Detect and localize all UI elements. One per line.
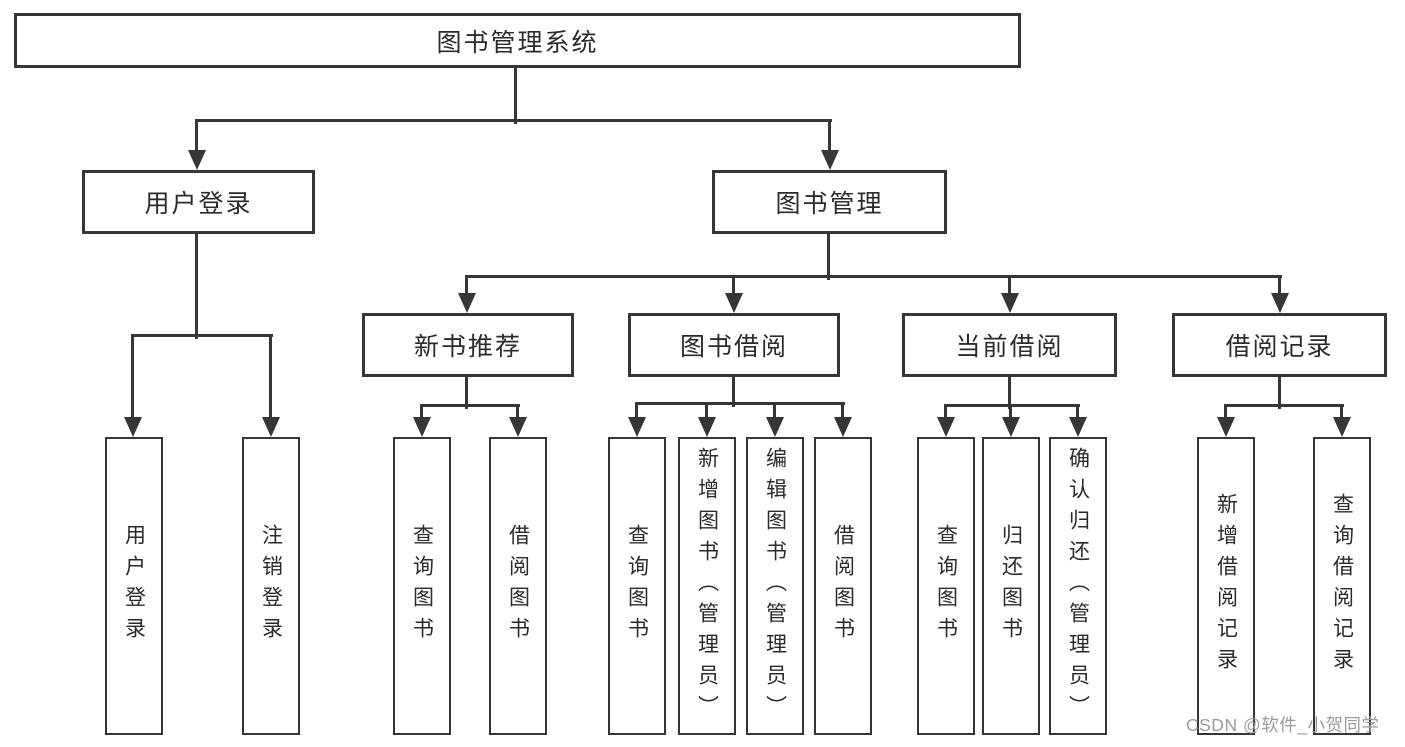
- arrowhead-down-icon: [1217, 417, 1235, 437]
- connector-rail-line: [944, 404, 1080, 407]
- arrowhead-down-icon: [509, 417, 527, 437]
- node-leaf-user-login: 用户登录: [105, 437, 163, 735]
- node-leaf-borrow-book-recommend-label: 借阅图书: [506, 524, 530, 648]
- node-book-borrowing-label: 图书借阅: [679, 333, 788, 361]
- connector-drop-line: [1278, 277, 1281, 297]
- arrowhead-down-icon: [834, 417, 852, 437]
- node-current-borrowing-label: 当前借阅: [955, 333, 1064, 361]
- node-user-login: 用户登录: [82, 170, 315, 234]
- arrowhead-down-icon: [821, 150, 839, 170]
- connector-drop-line: [195, 121, 198, 154]
- node-leaf-return-book-label: 归还图书: [999, 524, 1023, 648]
- arrowhead-down-icon: [698, 417, 716, 437]
- node-new-book-recommend: 新书推荐: [362, 313, 574, 377]
- arrowhead-down-icon: [1069, 417, 1087, 437]
- arrowhead-down-icon: [937, 417, 955, 437]
- node-leaf-confirm-return-admin-label: 确认归还（管理员）: [1066, 446, 1090, 726]
- connector-drop-line: [516, 406, 519, 421]
- connector-stem-line: [827, 234, 830, 280]
- node-leaf-edit-book-admin: 编辑图书（管理员）: [746, 437, 804, 735]
- connector-drop-line: [841, 404, 844, 421]
- connector-drop-line: [732, 277, 735, 297]
- connector-rail-line: [635, 402, 845, 405]
- arrowhead-down-icon: [1002, 417, 1020, 437]
- node-user-login-label: 用户登录: [144, 190, 253, 218]
- arrowhead-down-icon: [1333, 417, 1351, 437]
- node-leaf-query-book-borrowing-label: 查询图书: [625, 524, 649, 648]
- connector-stem-line: [465, 375, 468, 409]
- node-leaf-query-book-recommend-label: 查询图书: [410, 524, 434, 648]
- connector-drop-line: [131, 336, 134, 421]
- node-leaf-borrow-book-borrowing: 借阅图书: [814, 437, 872, 735]
- node-leaf-add-borrow-record-label: 新增借阅记录: [1214, 493, 1238, 679]
- connector-rail-line: [420, 404, 520, 407]
- node-book-borrowing: 图书借阅: [628, 313, 840, 377]
- connector-drop-line: [1076, 406, 1079, 421]
- node-leaf-query-borrow-record-label: 查询借阅记录: [1330, 493, 1354, 679]
- connector-stem-line: [195, 234, 198, 339]
- connector-drop-line: [465, 277, 468, 297]
- connector-stem-line: [732, 375, 735, 407]
- arrowhead-down-icon: [766, 417, 784, 437]
- connector-drop-line: [269, 336, 272, 421]
- connector-drop-line: [1008, 277, 1011, 297]
- node-current-borrowing: 当前借阅: [902, 313, 1117, 377]
- arrowhead-down-icon: [628, 417, 646, 437]
- node-leaf-query-book-borrowing: 查询图书: [608, 437, 666, 735]
- connector-drop-line: [1009, 406, 1012, 421]
- node-library-management-system: 图书管理系统: [14, 13, 1021, 68]
- connector-rail-line: [465, 275, 1282, 278]
- arrowhead-down-icon: [458, 293, 476, 313]
- node-leaf-borrow-book-recommend: 借阅图书: [489, 437, 547, 735]
- node-leaf-user-login-label: 用户登录: [122, 524, 146, 648]
- node-new-book-recommend-label: 新书推荐: [413, 333, 522, 361]
- arrowhead-down-icon: [124, 417, 142, 437]
- watermark-text: CSDN @软件_小贺同学: [1186, 715, 1380, 735]
- node-leaf-add-book-admin-label: 新增图书（管理员）: [695, 446, 719, 726]
- node-borrow-records-label: 借阅记录: [1225, 333, 1334, 361]
- node-leaf-add-book-admin: 新增图书（管理员）: [678, 437, 736, 735]
- node-leaf-logout-label: 注销登录: [259, 524, 283, 648]
- node-leaf-return-book: 归还图书: [982, 437, 1040, 735]
- connector-stem-line: [514, 68, 517, 124]
- connector-drop-line: [705, 404, 708, 421]
- node-library-management-system-label: 图书管理系统: [436, 28, 599, 57]
- node-leaf-query-book-recommend: 查询图书: [393, 437, 451, 735]
- connector-rail-line: [131, 334, 273, 337]
- node-leaf-query-borrow-record: 查询借阅记录: [1313, 437, 1371, 735]
- arrowhead-down-icon: [1271, 293, 1289, 313]
- arrowhead-down-icon: [725, 293, 743, 313]
- arrowhead-down-icon: [188, 150, 206, 170]
- connector-drop-line: [944, 406, 947, 421]
- node-borrow-records: 借阅记录: [1172, 313, 1387, 377]
- arrowhead-down-icon: [413, 417, 431, 437]
- node-book-management: 图书管理: [712, 170, 947, 234]
- arrowhead-down-icon: [262, 417, 280, 437]
- connector-drop-line: [1224, 406, 1227, 421]
- node-leaf-logout: 注销登录: [242, 437, 300, 735]
- connector-rail-line: [1224, 404, 1344, 407]
- node-leaf-borrow-book-borrowing-label: 借阅图书: [831, 524, 855, 648]
- connector-stem-line: [1008, 375, 1011, 409]
- connector-stem-line: [1278, 375, 1281, 409]
- node-leaf-edit-book-admin-label: 编辑图书（管理员）: [763, 446, 787, 726]
- connector-drop-line: [828, 121, 831, 154]
- connector-drop-line: [635, 404, 638, 421]
- connector-drop-line: [1340, 406, 1343, 421]
- node-leaf-add-borrow-record: 新增借阅记录: [1197, 437, 1255, 735]
- arrowhead-down-icon: [1001, 293, 1019, 313]
- node-leaf-query-book-current: 查询图书: [917, 437, 975, 735]
- connector-drop-line: [420, 406, 423, 421]
- node-leaf-query-book-current-label: 查询图书: [934, 524, 958, 648]
- connector-drop-line: [773, 404, 776, 421]
- connector-rail-line: [195, 119, 832, 122]
- node-book-management-label: 图书管理: [775, 190, 884, 218]
- node-leaf-confirm-return-admin: 确认归还（管理员）: [1049, 437, 1107, 735]
